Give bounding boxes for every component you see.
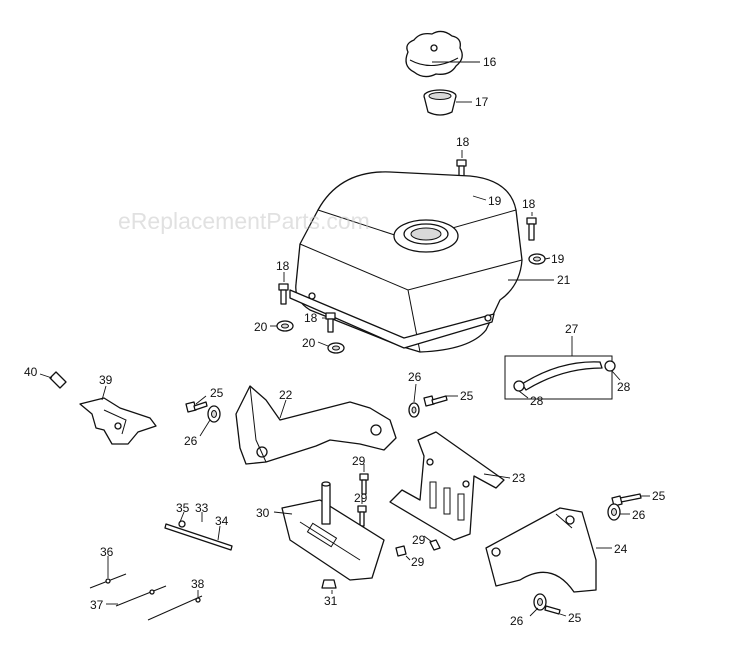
- callout-label: 17: [475, 95, 489, 109]
- callout-label: 30: [256, 506, 270, 520]
- washer-26-bottom: [533, 593, 547, 611]
- callout-label: 34: [215, 514, 229, 528]
- bracket-39-part: [79, 397, 157, 445]
- washer-26-left: [207, 405, 221, 423]
- cover-24-part: [485, 507, 597, 593]
- callout-label: 24: [614, 542, 628, 556]
- callout-label: 19: [488, 194, 502, 208]
- callout-label: 38: [191, 577, 205, 591]
- bolt-18-top: [456, 159, 467, 183]
- washer-20-mid: [327, 342, 345, 354]
- callout-label: 16: [483, 55, 497, 69]
- bolt-29-c: [395, 545, 407, 557]
- bolt-29-a: [359, 473, 369, 495]
- cable-37-part: [115, 585, 167, 607]
- bolt-18-right: [526, 217, 537, 241]
- fuel-tank-part: [289, 171, 523, 353]
- callout-label: 37: [90, 598, 104, 612]
- callout-label: 28: [530, 394, 544, 408]
- callout-label: 21: [557, 273, 571, 287]
- washer-26-right: [607, 503, 621, 521]
- callout-label: 18: [522, 197, 536, 211]
- callout-label: 25: [460, 389, 474, 403]
- bolt-25-left: [185, 401, 208, 413]
- nut-31: [321, 579, 337, 589]
- bolt-29-b: [357, 505, 367, 527]
- callout-label: 25: [652, 489, 666, 503]
- bracket-23-part: [389, 431, 505, 541]
- bolt-29-d: [429, 539, 441, 551]
- bolt-25-center: [423, 395, 448, 407]
- cable-38-part: [147, 595, 203, 621]
- callout-label: 27: [565, 322, 579, 336]
- fuel-hose-part: [504, 355, 616, 400]
- callout-label: 25: [210, 386, 224, 400]
- plate-30-part: [281, 481, 385, 581]
- callout-label: 20: [302, 336, 316, 350]
- cable-36-part: [89, 573, 127, 589]
- washer-20-left: [276, 320, 294, 332]
- rod-34-part: [164, 520, 233, 551]
- callout-label: 29: [412, 533, 426, 547]
- leader-lines: [39, 61, 650, 617]
- callout-label: 31: [324, 594, 338, 608]
- callout-label: 26: [408, 370, 422, 384]
- callout-label: 40: [24, 365, 38, 379]
- bolt-40: [49, 371, 67, 389]
- fuel-cap-part: [405, 30, 463, 78]
- callout-label: 26: [510, 614, 524, 628]
- watermark-text: eReplacementParts.com: [118, 208, 370, 234]
- tank-bracket-22-part: [235, 385, 397, 465]
- callout-label: 29: [352, 454, 366, 468]
- bolt-18-left: [278, 283, 289, 305]
- callout-label: 36: [100, 545, 114, 559]
- callout-label: 25: [568, 611, 582, 625]
- washer-26-center: [408, 402, 420, 418]
- callout-label: 26: [632, 508, 646, 522]
- callout-label: 33: [195, 501, 209, 515]
- washer-19-right: [528, 253, 546, 265]
- callout-label: 19: [551, 252, 565, 266]
- callout-label: 29: [411, 555, 425, 569]
- bolt-18-mid: [325, 312, 336, 333]
- callout-label: 35: [176, 501, 190, 515]
- bolt-25-bottom: [544, 605, 561, 615]
- callout-label: 26: [184, 434, 198, 448]
- callout-labels: 16 17 18 19 18 19 18 21 20 18 20 27 28 2…: [24, 55, 666, 628]
- callout-label: 18: [276, 259, 290, 273]
- callout-label: 23: [512, 471, 526, 485]
- callout-label: 39: [99, 373, 113, 387]
- callout-label: 20: [254, 320, 268, 334]
- callout-label: 29: [354, 491, 368, 505]
- callout-label: 18: [304, 311, 318, 325]
- callout-label: 22: [279, 388, 293, 402]
- callout-label: 28: [617, 380, 631, 394]
- callout-label: 18: [456, 135, 470, 149]
- fuel-strainer-part: [423, 89, 457, 116]
